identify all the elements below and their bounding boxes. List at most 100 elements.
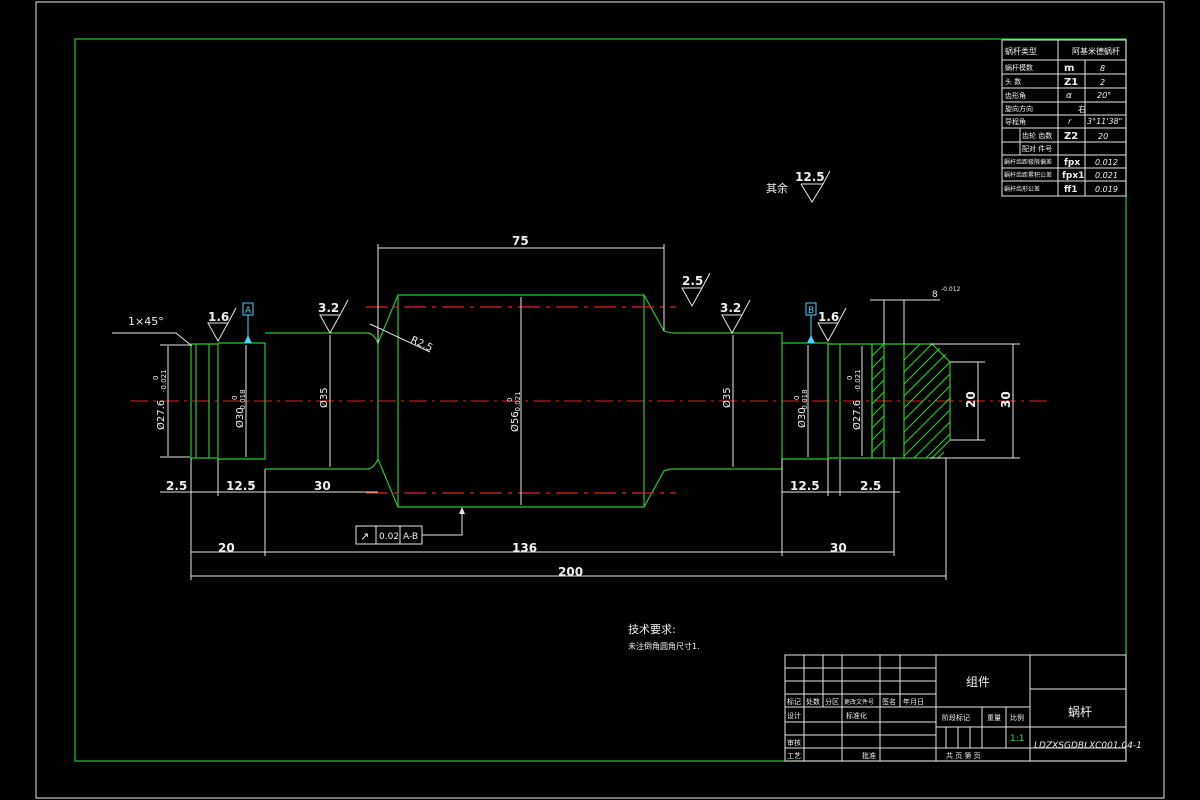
row-angle-value: 20° [1097,91,1111,100]
row-lead-label: 导程角 [1005,117,1026,126]
dim-left-end-zero: 0 [152,376,160,380]
runout-datum: A-B [403,532,418,542]
runout-value: 0.02 [379,532,399,542]
roughness-marks: 1.6 3.2 2.5 3.2 1.6 [207,272,847,343]
dim-total-length: 200 [558,565,583,579]
row-module-symbol: m [1064,63,1074,74]
dim-left-end-tol: -0.021 [160,369,168,392]
technical-requirements: 技术要求: 未注倒角圆角尺寸1. [628,623,700,651]
tb-row-approve: 批准 [862,751,876,760]
dim-right-seg: 30 [830,541,847,555]
drawing-frame [74,38,1127,762]
roughness-left-shaft-icon [319,299,349,335]
title-drawing-name: 蜗杆 [1068,704,1092,719]
keyway-length: 30 [999,391,1013,408]
dim-left-shaft-len: 30 [314,479,331,493]
tech-req-title: 技术要求: [628,623,676,636]
row-profile-label: 蜗杆齿形公差 [1004,185,1040,193]
roughness-worm: 2.5 [682,274,703,288]
datum-a-label: A [245,306,252,316]
tb-header-sign: 签名 [882,697,896,706]
row-angle-label: 齿形角 [1005,91,1026,100]
dim-right-shaft-dia: Ø35 [721,387,733,408]
row-profile-value: 0.019 [1095,185,1118,194]
tb-header-zone: 分区 [825,697,839,706]
sheet-outer-border [35,1,1165,799]
row-pitch-dev-value: 0.012 [1095,158,1118,167]
chamfer-callout: 1×45° [112,315,193,347]
dim-left-bearing-tol: -0.018 [239,389,247,412]
tb-row-process: 工艺 [787,752,801,760]
row-pitch-cum-symbol: fpx1 [1062,171,1084,181]
row-module-value: 8 [1100,64,1105,73]
datum-b-label: B [808,306,814,316]
dim-right-groove: 2.5 [860,479,881,493]
row-pitch-dev-symbol: fpx [1064,158,1080,168]
title-part-name: 组件 [966,675,990,689]
row-pitch-cum-value: 0.021 [1095,171,1118,180]
tb-header-mark: 标记 [787,697,801,706]
row-module-label: 蜗杆模数 [1005,63,1033,72]
row-starts-label: 头 数 [1005,77,1021,86]
dim-left-bearing-dia: Ø30 [234,407,246,428]
keyway-width: 8 [932,290,938,300]
dim-left-bearing-len: 12.5 [226,479,256,493]
general-roughness-label: 其余 [766,181,788,195]
dim-left-seg: 20 [218,541,235,555]
roughness-left-bearing: 1.6 [208,310,229,324]
parameter-table: 蜗杆类型 阿基米德蜗杆 蜗杆模数 m 8 头 数 Z1 2 齿形角 α 20° … [1001,39,1127,197]
dim-left-groove: 2.5 [166,479,187,493]
row-starts-value: 2 [1100,78,1105,87]
datum-b: B [805,302,817,343]
row-hand-label: 旋向方向 [1005,104,1033,113]
tb-header-change: 更改文件号 [844,698,874,706]
dim-right-end-tol: -0.021 [854,369,862,392]
keyway-depth: 20 [964,391,978,408]
tb-row-design: 设计 [787,711,801,720]
tb-header-count: 处数 [806,697,820,706]
title-block: 组件 蜗杆 LDZXSGDBLXC001.04-1 1:1 标记 处数 分区 更… [784,654,1142,762]
datum-a: A [242,302,254,343]
tb-row-standard: 标准化 [846,711,867,720]
dim-worm-tol: -0.021 [514,391,522,414]
runout-tolerance-frame: ↗ 0.02 A-B [355,507,465,545]
dim-worm-dia: Ø56 [509,411,521,432]
general-roughness-value: 12.5 [795,170,825,184]
row-angle-symbol: α [1066,91,1072,101]
dim-worm-zero: 0 [506,398,514,402]
row-pitch-dev-label: 蜗杆齿距极限偏差 [1004,158,1052,166]
dim-right-bearing-tol: -0.018 [801,389,809,412]
dim-left-bearing-zero: 0 [231,396,239,400]
dim-right-end-dia: Ø27.6 [851,400,863,430]
row-teeth-symbol: Z2 [1064,131,1078,142]
runout-symbol-icon: ↗ [360,530,369,543]
roughness-worm-icon [681,272,711,308]
fillet-radius: R2.5 [409,335,434,354]
roughness-symbol-icon [800,170,831,203]
chamfer-label: 1×45° [128,315,164,328]
title-drawing-number: LDZXSGDBLXC001.04-1 [1034,741,1142,751]
row-starts-symbol: Z1 [1064,77,1078,88]
roughness-right-shaft: 3.2 [720,301,741,315]
dim-right-bearing-dia: Ø30 [796,407,808,428]
row-hand-value: 右 [1078,104,1086,114]
length-dimensions: 75 2.5 12.5 30 12.5 2.5 20 136 30 200 [160,234,947,580]
tb-sheets: 共 页 第 页 [946,751,981,760]
diameter-dimensions: Ø27.6 0 -0.021 Ø30 0 -0.018 Ø35 Ø56 0 -0… [152,297,863,505]
roughness-left-shaft: 3.2 [318,301,339,315]
tb-weight-label: 重量 [987,714,1001,722]
shaft-outline [190,294,873,508]
tb-scale-label: 比例 [1010,713,1024,722]
tb-header-date: 年月日 [903,697,924,706]
roughness-right-shaft-icon [721,299,751,335]
dim-middle: 136 [512,541,537,555]
row-lead-symbol: r [1068,117,1072,126]
row-profile-symbol: ff1 [1064,185,1078,195]
dim-right-bearing-len: 12.5 [790,479,820,493]
row-teeth-label: 齿轮 齿数 [1022,131,1052,140]
dim-left-shaft-dia: Ø35 [318,387,330,408]
general-roughness-note: 其余 12.5 [766,170,831,203]
roughness-right-bearing: 1.6 [818,310,839,324]
tb-row-check: 审核 [787,738,801,747]
